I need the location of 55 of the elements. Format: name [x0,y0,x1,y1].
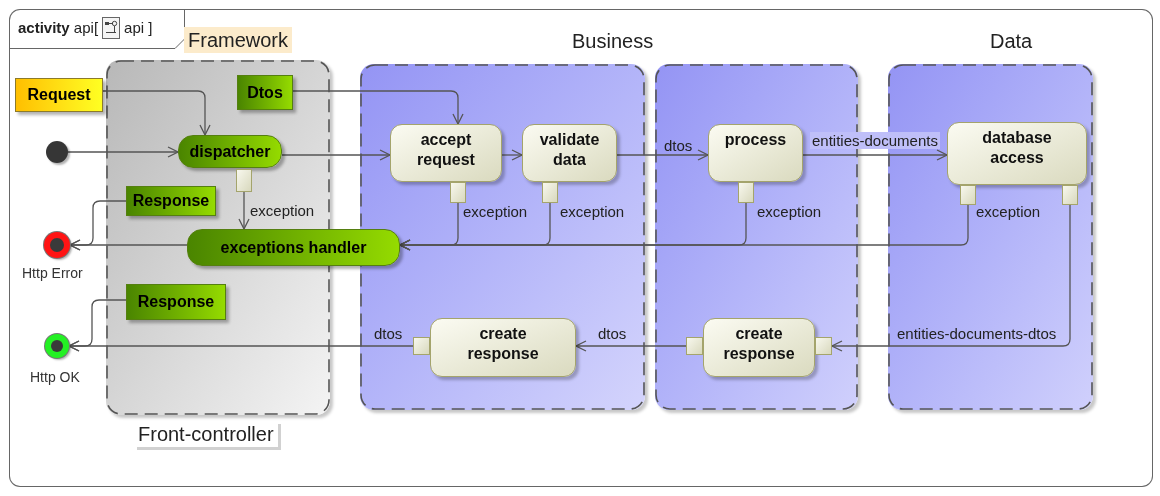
activity-frame [10,10,1152,486]
pin [686,337,703,355]
edge-label: exception [757,203,822,220]
final-node [44,232,70,258]
object-node: Request [15,78,103,112]
arrow [67,146,179,158]
frame-title: api ] [124,18,153,38]
action-node: validate data [522,124,617,182]
partition-title: Framework [184,27,292,53]
object-node: Response [126,284,226,320]
pin [738,182,754,203]
pin [960,185,976,205]
pin [815,337,832,355]
partition-title: Data [990,29,1033,53]
edge-label: dtos [664,137,693,154]
arrow [292,90,464,125]
arrow [575,340,687,352]
node-caption: Http Error [22,265,83,282]
arrow [69,239,188,251]
edge-label: dtos [374,325,403,342]
edge-label: exception [250,202,315,219]
action-node: accept request [390,124,502,182]
arrow [831,204,1071,352]
pin [1062,185,1078,205]
action-node: dispatcher [178,135,282,168]
edge-label: exception [976,203,1041,220]
pin [236,169,252,192]
arrow [802,149,948,161]
final-node [45,334,69,358]
action-node: create response [703,318,815,377]
arrow [238,191,250,230]
edge-label: dtos [598,325,627,342]
edge-label: entities-documents [810,132,940,149]
pin [542,182,558,203]
arrow [102,90,211,136]
arrow [501,149,523,161]
action-node: database access [947,122,1087,185]
action-node: process [708,124,803,182]
arrow [281,149,391,161]
arrow [68,340,414,352]
pin [413,337,430,355]
edge-label: exception [560,203,625,220]
initial-node [46,141,68,163]
edge-label: exception [463,203,528,220]
action-node: create response [430,318,576,377]
node-caption: Http OK [30,369,80,386]
object-node: Dtos [237,75,293,110]
edge-label: entities-documents-dtos [897,325,1057,342]
action-node: exceptions handler [187,229,400,266]
pin [450,182,466,203]
arrow [616,149,709,161]
frame-title: activity api[ [18,18,99,38]
object-node: Response [126,186,216,216]
arrow [399,204,969,251]
partition-title: Business [572,29,654,53]
